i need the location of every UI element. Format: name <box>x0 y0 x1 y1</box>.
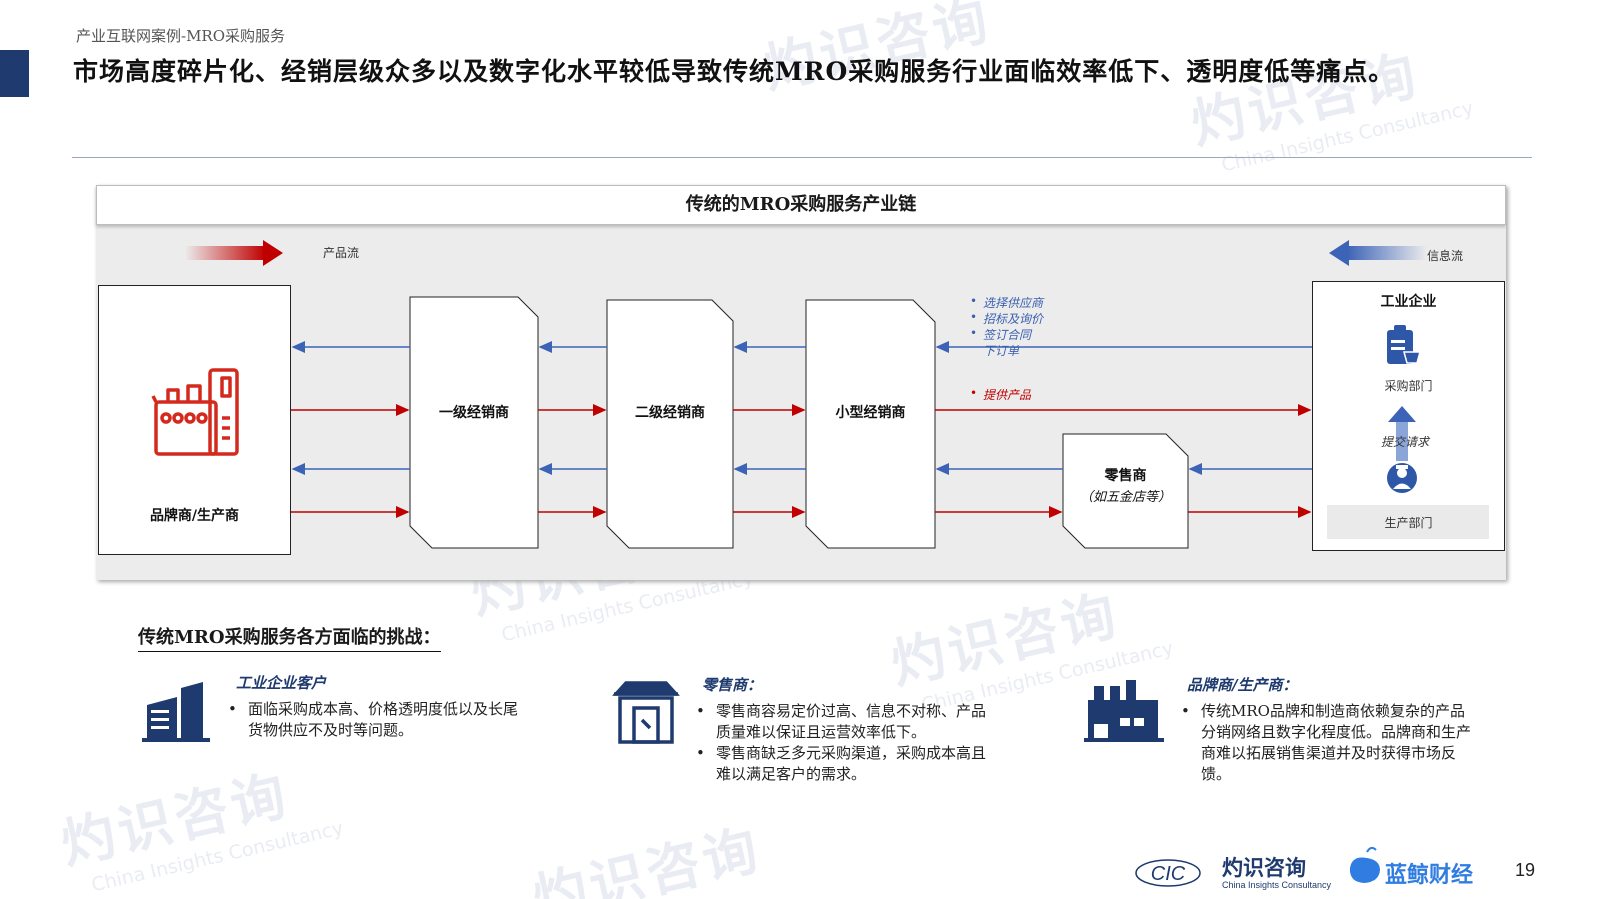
small-dealer-label: 小型经销商 <box>835 405 906 421</box>
value-chain-title: 传统的MRO采购服务产业链 <box>96 185 1506 225</box>
challenge-list-retailer: 零售商容易定价过高、信息不对称、产品质量难以保证且运营效率低下。 零售商缺乏多元… <box>692 701 992 785</box>
info-flow-legend-arrow <box>1329 240 1427 266</box>
product-flow-arrows <box>291 404 1312 518</box>
retailer-note: （如五金店等） <box>1079 490 1171 505</box>
factory-challenge-icon <box>1084 680 1164 742</box>
cic-logo-en: China Insights Consultancy <box>1222 880 1332 890</box>
store-icon <box>612 681 680 744</box>
small-dealer-node <box>805 299 936 549</box>
breadcrumb: 产业互联网案例-MRO采购服务 <box>76 27 286 45</box>
tier2-dealer-node <box>606 299 734 549</box>
retailer-label: 零售商 <box>1104 468 1147 484</box>
bullet: • <box>970 386 978 400</box>
challenge-list-brand: 传统MRO品牌和制造商依赖复杂的产品分销网络且数字化程度低。品牌商和生产商难以拓… <box>1177 701 1477 785</box>
production-dept-bg <box>1327 505 1489 539</box>
info-flow-arrows <box>291 341 1312 475</box>
production-worker-icon <box>1387 463 1417 493</box>
challenge-title-retailer: 零售商： <box>702 676 763 694</box>
product-flow-legend-label: 产品流 <box>323 246 360 260</box>
industrial-enterprise-label: 工业企业 <box>1380 294 1437 310</box>
challenge-title-industrial: 工业企业客户 <box>236 674 327 692</box>
bullet: • <box>970 310 978 324</box>
info-note: 招标及询价 <box>983 312 1044 326</box>
submit-request-arrow <box>1388 406 1416 461</box>
info-note: 选择供应商 <box>983 296 1044 310</box>
info-note: 下订单 <box>983 344 1020 358</box>
list-item: 传统MRO品牌和制造商依赖复杂的产品分销网络且数字化程度低。品牌商和生产商难以拓… <box>1177 701 1477 785</box>
purchasing-dept-label: 采购部门 <box>1384 379 1433 393</box>
list-item: 面临采购成本高、价格透明度低以及长尾货物供应不及时等问题。 <box>224 699 524 741</box>
purchasing-clipboard-icon <box>1387 325 1421 364</box>
tier1-dealer-label: 一级经销商 <box>439 405 509 421</box>
bullet: • <box>970 326 978 340</box>
production-dept-label: 生产部门 <box>1384 516 1433 530</box>
info-flow-legend-label: 信息流 <box>1427 249 1464 263</box>
challenge-title-brand: 品牌商/生产商： <box>1187 676 1298 694</box>
retailer-node <box>1062 433 1189 549</box>
brand-producer-label: 品牌商/生产商 <box>149 508 240 524</box>
cic-logo-cn: 灼识咨询 <box>1222 856 1306 880</box>
tier2-dealer-label: 二级经销商 <box>635 405 705 421</box>
svg-text:CIC: CIC <box>1151 863 1186 885</box>
tier1-dealer-node <box>409 296 539 549</box>
challenge-list-industrial: 面临采购成本高、价格透明度低以及长尾货物供应不及时等问题。 <box>224 699 524 741</box>
factory-icon <box>151 368 239 456</box>
info-note: 签订合同 <box>983 328 1032 342</box>
product-note: 提供产品 <box>983 388 1032 402</box>
product-flow-legend-arrow <box>185 240 283 266</box>
lanjing-logo-mark <box>1349 846 1380 883</box>
list-item: 零售商缺乏多元采购渠道，采购成本高且难以满足客户的需求。 <box>692 743 992 785</box>
list-item: 零售商容易定价过高、信息不对称、产品质量难以保证且运营效率低下。 <box>692 701 992 743</box>
lanjing-logo-text: 蓝鲸财经 <box>1385 863 1474 888</box>
building-icon <box>142 682 210 742</box>
bullet: • <box>970 294 978 308</box>
title-divider <box>72 157 1532 158</box>
page-number: 19 <box>1515 860 1536 880</box>
cic-logo-mark: CIC <box>1135 859 1201 887</box>
challenges-heading: 传统MRO采购服务各方面临的挑战： <box>138 623 441 652</box>
submit-request-label: 提交请求 <box>1381 435 1430 449</box>
page-title: 市场高度碎片化、经销层级众多以及数字化水平较低导致传统MRO采购服务行业面临效率… <box>73 57 1395 86</box>
accent-bar <box>0 50 29 97</box>
